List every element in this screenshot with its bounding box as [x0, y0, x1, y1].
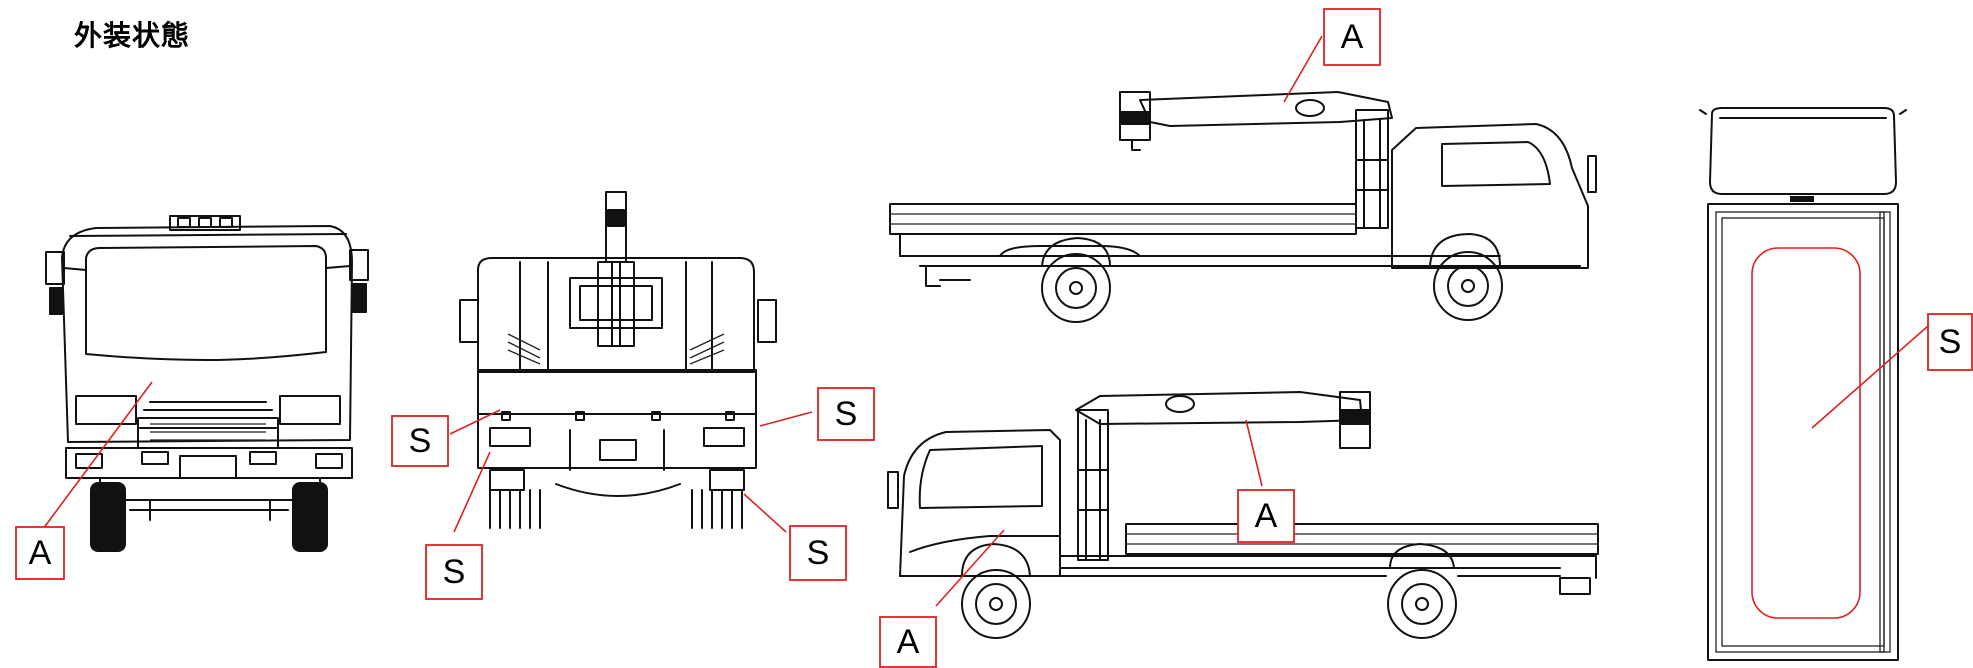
- label-side-top-a: A: [1323, 8, 1381, 66]
- label-side-bottom-a-crane: A: [1237, 489, 1295, 543]
- svg-text:A: A: [1341, 18, 1364, 56]
- right-side-view: [889, 91, 1597, 323]
- label-side-bottom-a-door: A: [879, 616, 937, 668]
- label-front-a: A: [15, 526, 65, 580]
- top-view: [1699, 107, 1907, 661]
- rear-view: [459, 191, 777, 529]
- left-side-view: [887, 391, 1599, 639]
- label-rear-s-left-upper: S: [391, 415, 449, 467]
- svg-text:S: S: [807, 534, 830, 572]
- svg-text:A: A: [29, 534, 52, 572]
- svg-text:S: S: [1939, 323, 1962, 361]
- svg-text:A: A: [897, 623, 920, 661]
- label-rear-s-right-upper: S: [817, 387, 875, 441]
- svg-text:S: S: [409, 422, 432, 460]
- svg-text:S: S: [443, 553, 466, 591]
- page-title: 外装状態: [74, 19, 191, 52]
- svg-text:A: A: [1255, 497, 1278, 535]
- front-view: [45, 215, 369, 552]
- label-rear-s-right-lower: S: [789, 525, 847, 581]
- leader-lines: [39, 35, 1929, 607]
- label-top-view-s: S: [1927, 313, 1973, 371]
- label-rear-s-left-lower: S: [425, 544, 483, 600]
- svg-text:S: S: [835, 395, 858, 433]
